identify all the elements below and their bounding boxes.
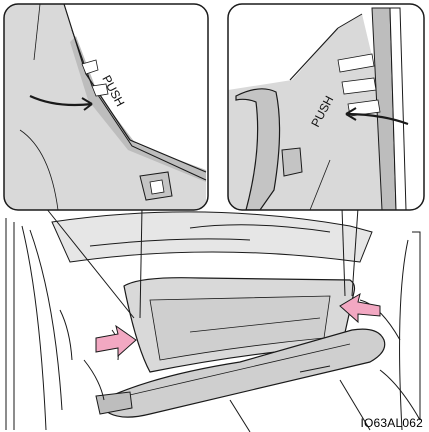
right-callout-panel: PUSH [228, 4, 424, 210]
left-callout-panel: PUSH [4, 4, 208, 210]
figure-code: IO63AL062 [360, 416, 423, 430]
dashboard-scene [6, 212, 420, 432]
dashboard-top [52, 212, 372, 262]
pink-push-arrow-icon [96, 326, 136, 356]
